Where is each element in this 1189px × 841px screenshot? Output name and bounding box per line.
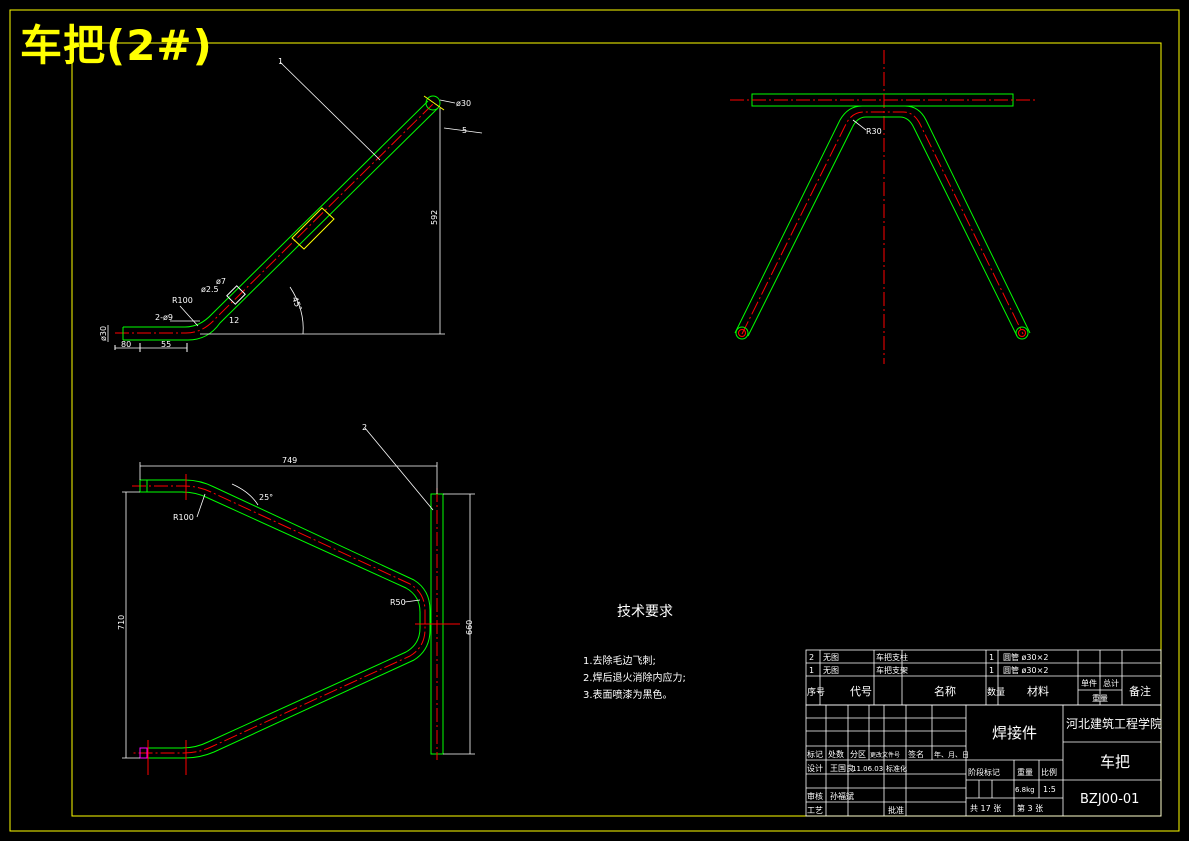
dim-end-diameter: ø30: [99, 326, 108, 341]
sheet-number: 第 3 张: [1017, 803, 1043, 813]
dim-hole-len: 12: [229, 316, 239, 325]
hdr-total: 总计: [1103, 678, 1119, 688]
scale-value: 1:5: [1043, 785, 1056, 794]
front-tube-center: [741, 111, 1024, 335]
designer: 王国良: [830, 763, 854, 773]
part-row-code-1: 无图: [823, 666, 839, 675]
dim-top-diameter: ø30: [456, 99, 471, 108]
part-row-material-1: 圆管 ø30×2: [1003, 665, 1048, 675]
title-block: [805, 649, 1162, 817]
tech-item-3: 3.表面喷漆为黑色。: [583, 688, 673, 701]
school-name: 河北建筑工程学院: [1066, 716, 1162, 731]
approve-label: 批准: [888, 805, 904, 815]
title-block-text: 2 无图 车把支柱 1 圆管 ø30×2 1 无图 车把支架 1 圆管 ø30×…: [807, 652, 1162, 815]
outer-frame: [9, 9, 1180, 832]
part-row-code-2: 无图: [823, 653, 839, 662]
rev-mark: 标记: [807, 749, 823, 759]
drawing-type: 焊接件: [992, 724, 1037, 742]
part-row-qty-2: 1: [989, 653, 994, 662]
tube-outline-2: [123, 107, 439, 341]
hdr-remark: 备注: [1129, 684, 1151, 698]
dim-angle: 45°: [290, 296, 303, 312]
drawing-number: BZJ00-01: [1080, 792, 1139, 807]
design-date: 11.06.03: [852, 765, 883, 773]
end-circle: [425, 95, 441, 111]
hdr-qty: 数量: [987, 686, 1005, 698]
dim-radius-end: R100: [173, 513, 194, 522]
part-name: 车把: [1100, 753, 1130, 771]
view-front: R30: [730, 50, 1035, 364]
view-side: 1 ø30 5 592 45° R100 ø7 ø2.5 12 2-ø9 ø30…: [99, 57, 483, 352]
rev-sign: 签名: [908, 749, 924, 759]
tech-requirements: 技术要求 1.去除毛边飞刺; 2.焊后退火消除内应力; 3.表面喷漆为黑色。: [583, 604, 686, 701]
hdr-unit: 单件: [1081, 678, 1097, 688]
front-end-right: [1015, 326, 1029, 340]
sheet-title: 车把(2#): [20, 21, 213, 70]
std-label: 标准化: [886, 764, 907, 773]
hdr-weight: 重量: [1092, 693, 1108, 703]
hdr-name: 名称: [934, 684, 956, 698]
dim-post-height: 660: [465, 620, 474, 635]
tube-centerline: [115, 103, 434, 334]
design-label: 设计: [807, 763, 823, 773]
dim-width: 749: [282, 456, 297, 465]
tech-heading: 技术要求: [617, 604, 673, 620]
tech-item-2: 2.焊后退火消除内应力;: [583, 671, 686, 684]
inner-frame: [71, 42, 1162, 817]
dim-small: 5: [462, 126, 467, 135]
dim-holes: 2-ø9: [155, 313, 173, 322]
scale-label: 比例: [1041, 767, 1057, 777]
part-row-seq-1: 1: [809, 666, 814, 675]
process-label: 工艺: [807, 806, 823, 815]
leader-label-2: 2: [362, 423, 367, 432]
view-top: 2 749 710 R100 25° R50 660: [117, 423, 475, 775]
dim-len-b: 55: [161, 340, 171, 349]
highlight-segment: [291, 207, 335, 250]
front-radius: R30: [866, 127, 882, 136]
hdr-seq: 序号: [807, 686, 825, 698]
rev-zone: 分区: [850, 750, 866, 759]
dim-len-a: 80: [121, 340, 131, 349]
front-tube-inner: [747, 116, 1018, 337]
hdr-code: 代号: [850, 685, 872, 698]
part-row-name-1: 车把支架: [876, 665, 908, 675]
part-row-name-2: 车把支柱: [876, 652, 908, 662]
part-row-qty-1: 1: [989, 666, 994, 675]
sheets-total: 共 17 张: [970, 804, 1001, 813]
stage-label: 阶段标记: [968, 767, 1000, 777]
hdr-material: 材料: [1027, 684, 1049, 698]
dim-angle-top: 25°: [259, 493, 273, 502]
dim-radius-mid: R50: [390, 598, 406, 607]
review-label: 审核: [807, 791, 823, 801]
part-row-material-2: 圆管 ø30×2: [1003, 652, 1048, 662]
dim-hole-d: ø7: [216, 277, 226, 286]
rev-count: 处数: [828, 749, 844, 759]
dim-height: 592: [430, 210, 439, 225]
dim-radius: R100: [172, 296, 193, 305]
part-row-seq-2: 2: [809, 653, 814, 662]
weight-value: 6.8kg: [1015, 786, 1035, 794]
front-end-left: [735, 326, 749, 340]
dim-hole-d2: ø2.5: [201, 285, 219, 294]
rev-doc: 更改文件号: [870, 751, 900, 759]
dim-overall-height: 710: [117, 615, 126, 630]
tech-item-1: 1.去除毛边飞刺;: [583, 654, 656, 667]
tube-outline: [123, 100, 429, 328]
weight-label: 重量: [1017, 767, 1033, 777]
rev-date: 年、月、日: [934, 750, 969, 759]
front-tube-outer: [734, 105, 1031, 334]
reviewer: 孙福斌: [830, 791, 854, 801]
leader-label-1: 1: [278, 57, 283, 66]
